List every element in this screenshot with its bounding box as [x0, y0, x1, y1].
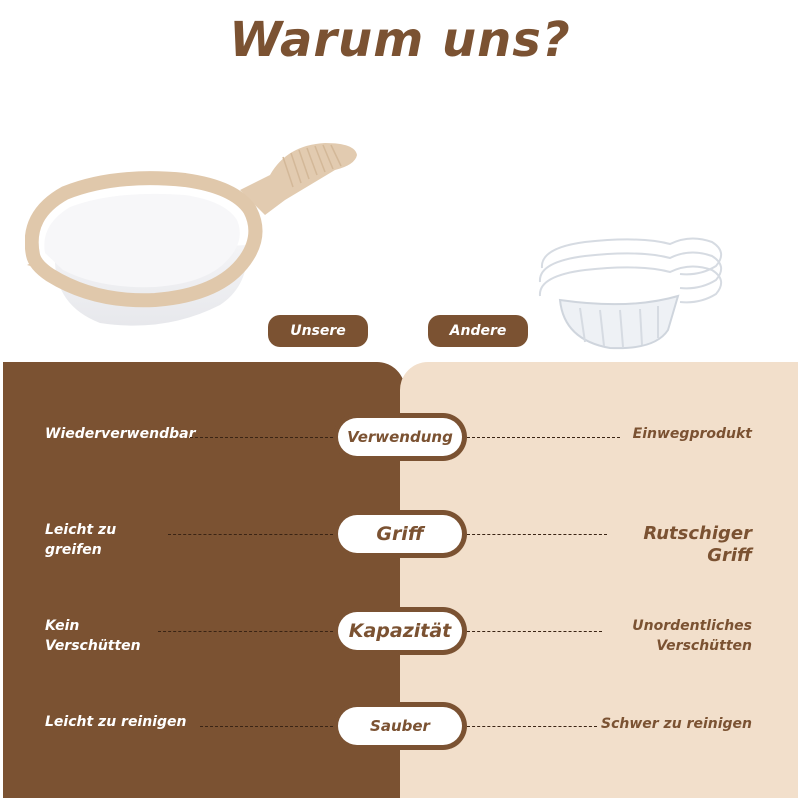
disposable-cup-stack-image [538, 237, 723, 350]
ours-clean-text: Leicht zu reinigen [45, 714, 187, 730]
dash-line [168, 534, 333, 535]
criterion-usage: Verwendung [333, 413, 467, 461]
criterion-usage-label: Verwendung [338, 418, 462, 456]
ours-grip-text: Leicht zu greifen [45, 522, 117, 558]
criterion-clean: Sauber [333, 702, 467, 750]
dash-line [158, 631, 333, 632]
others-capacity-text: Unordentliches Verschütten [632, 618, 752, 654]
dash-line [467, 726, 597, 727]
criterion-clean-label: Sauber [338, 707, 462, 745]
label-other: Andere [428, 315, 528, 347]
dash-line [200, 726, 333, 727]
dash-line [467, 437, 620, 438]
label-ours: Unsere [268, 315, 368, 347]
criterion-grip: Griff [333, 510, 467, 558]
reusable-scoop-cup-image [25, 143, 357, 326]
dash-line [467, 631, 602, 632]
dash-line [190, 437, 333, 438]
others-clean-text: Schwer zu reinigen [601, 716, 752, 732]
criterion-grip-label: Griff [338, 515, 462, 553]
ours-capacity-text: Kein Verschütten [45, 618, 141, 654]
others-usage-text: Einwegprodukt [632, 426, 752, 442]
criterion-capacity-label: Kapazität [338, 612, 462, 650]
page-title: Warum uns? [229, 12, 571, 68]
criterion-capacity: Kapazität [333, 607, 467, 655]
dash-line [467, 534, 607, 535]
others-grip-text: Rutschiger Griff [643, 523, 752, 566]
ours-usage-text: Wiederverwendbar [45, 426, 196, 442]
